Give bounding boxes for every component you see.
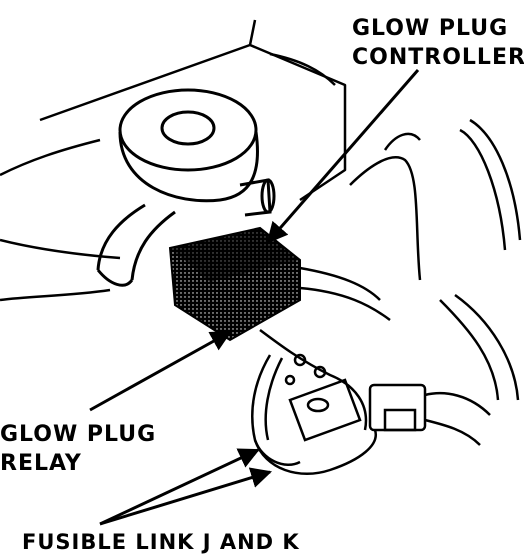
glow-plug-controller-box	[168, 226, 301, 342]
air-intake-housing	[118, 88, 276, 217]
relay-label-line-2: RELAY	[0, 451, 82, 476]
engine-block	[0, 19, 347, 302]
relay-arrow	[89, 330, 232, 412]
fusible-arrow-2	[99, 467, 273, 526]
harness-connector	[368, 383, 491, 446]
intake-hose	[96, 203, 176, 287]
leader-arrows	[89, 69, 420, 526]
fusible-link-label: FUSIBLE LINK J AND K	[22, 530, 300, 554]
controller-label-line-1: GLOW PLUG	[352, 16, 509, 41]
glow-plug-relay-label: GLOW PLUG RELAY	[0, 420, 156, 478]
glow-plug-controller-label: GLOW PLUG CONTROLLER	[352, 14, 524, 72]
controller-arrow	[266, 69, 420, 244]
fusible-arrow-1	[99, 448, 260, 526]
glow-plug-relay	[259, 328, 368, 442]
fusible-link-wires	[251, 354, 377, 475]
wiring-harness	[299, 118, 522, 401]
relay-label-line-1: GLOW PLUG	[0, 422, 157, 447]
controller-label-line-2: CONTROLLER	[352, 45, 524, 70]
